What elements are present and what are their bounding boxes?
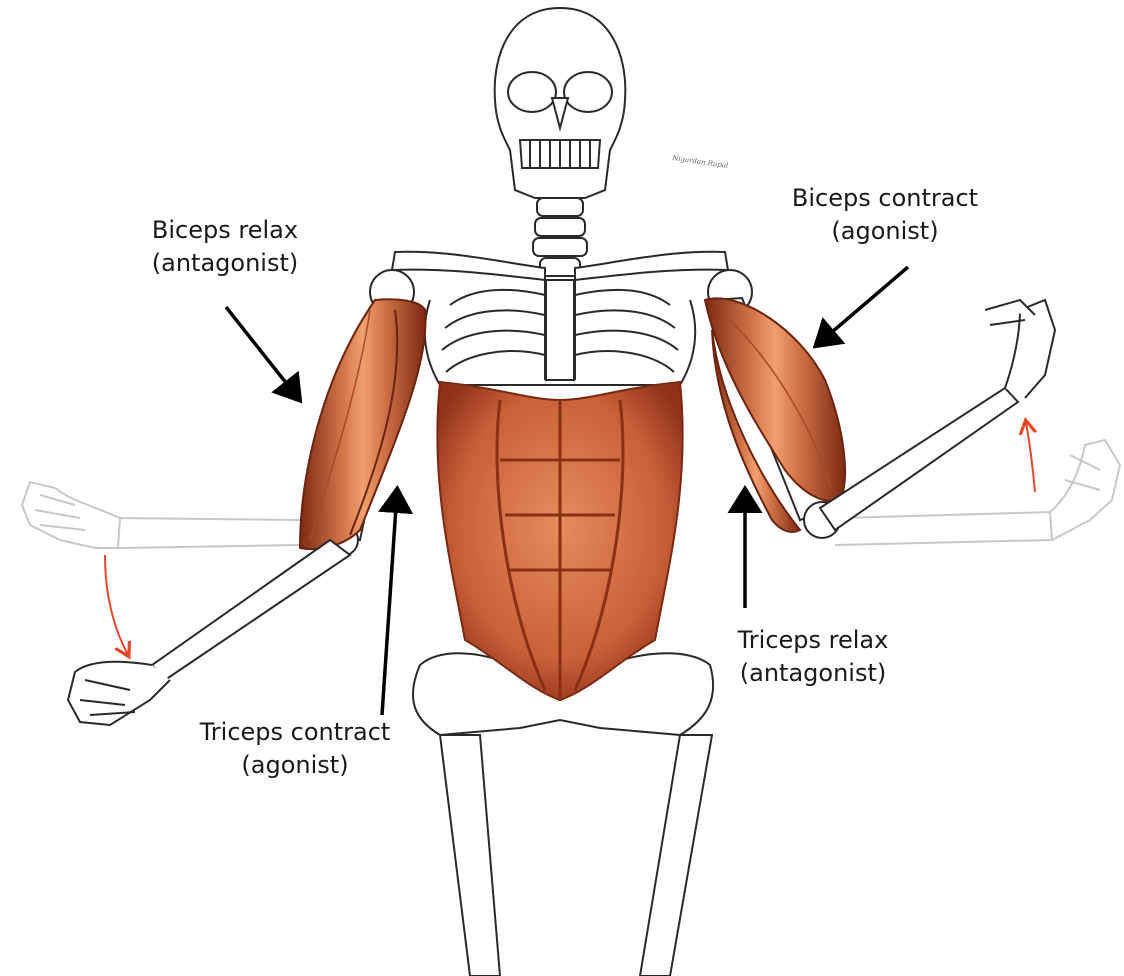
biceps-contract-arrow: [818, 267, 908, 344]
femurs: [440, 735, 712, 976]
rib-cage: [425, 280, 695, 385]
label-biceps-relax: Biceps relax (antagonist): [140, 214, 310, 280]
label-triceps-contract: Triceps contract (agonist): [190, 716, 400, 782]
label-biceps-relax-line1: Biceps relax: [140, 214, 310, 247]
label-biceps-contract-line2: (agonist): [780, 215, 990, 248]
left-forearm: [68, 540, 350, 725]
label-triceps-relax: Triceps relax (antagonist): [723, 624, 903, 690]
left-arm-muscles: [300, 299, 426, 549]
triceps-contract-arrow: [382, 492, 397, 715]
faded-left-forearm: [22, 482, 300, 548]
label-biceps-contract-line1: Biceps contract: [780, 182, 990, 215]
left-forearm-motion-arrow: [105, 555, 128, 655]
label-triceps-contract-line2: (agonist): [190, 749, 400, 782]
label-biceps-contract: Biceps contract (agonist): [780, 182, 990, 248]
label-triceps-relax-line1: Triceps relax: [723, 624, 903, 657]
label-triceps-contract-line1: Triceps contract: [190, 716, 400, 749]
skull: [495, 8, 626, 198]
right-forearm: [820, 300, 1055, 530]
label-triceps-relax-line2: (antagonist): [723, 657, 903, 690]
right-forearm-motion-arrow: [1026, 422, 1035, 492]
cervical-spine: [533, 198, 587, 276]
biceps-relax-arrow: [226, 307, 298, 398]
abdominal-muscles: [437, 382, 682, 700]
label-biceps-relax-line2: (antagonist): [140, 247, 310, 280]
right-arm-muscles: [705, 298, 845, 532]
